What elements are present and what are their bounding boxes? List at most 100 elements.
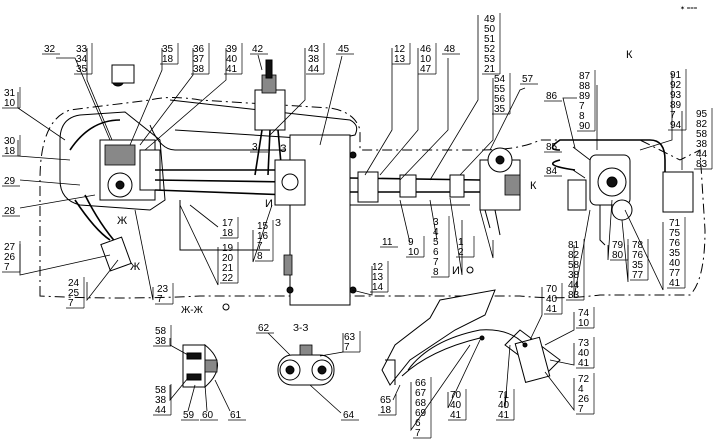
label-zh-left: Ж (117, 215, 127, 227)
callout-number: 12 (394, 44, 406, 55)
section-zh-part (182, 343, 218, 389)
callout-number: 38 (308, 54, 320, 65)
label-z-mark2: З (275, 218, 281, 229)
callout-c60: 60 (200, 410, 218, 421)
callout-number: 44 (568, 280, 580, 291)
callout-number: 50 (484, 24, 496, 35)
callout-number: 41 (226, 64, 238, 75)
callout-number: 10 (408, 247, 420, 258)
callout-number: 23 (157, 284, 169, 295)
callout-number: 71 (498, 390, 510, 401)
callout-c11: 11 (380, 237, 398, 248)
callout-number: 76 (669, 238, 681, 249)
valve-block-42 (254, 59, 286, 176)
transfer-pipe (349, 171, 481, 206)
callout-number: 38 (155, 395, 167, 406)
section-labels: К К Ж Ж Ж-Ж З-З З З И И (117, 49, 633, 334)
callout-number: 35 (76, 64, 88, 75)
callout-number: 17 (222, 218, 234, 229)
callout-number: 3 (252, 142, 258, 153)
label-k-top: К (626, 49, 633, 61)
callout-number: 41 (669, 278, 681, 289)
callout-c85: 85 (544, 142, 562, 153)
callout-number: 44 (155, 405, 167, 416)
callout-number: 40 (578, 348, 590, 359)
callout-number: 14 (372, 282, 384, 293)
callout-number: 37 (193, 54, 205, 65)
callout-c9: 910 (406, 236, 425, 258)
callout-number: 41 (450, 410, 462, 421)
callout-number: 47 (420, 64, 432, 75)
section-z-part (277, 344, 335, 386)
callout-number: 68 (415, 398, 427, 409)
callout-number: 88 (579, 81, 591, 92)
label-zh-section: Ж-Ж (181, 305, 204, 316)
callout-number: 10 (4, 98, 16, 109)
callout-number: 40 (669, 258, 681, 269)
callout-number: 15 (257, 221, 269, 232)
callout-c64: 64 (341, 410, 359, 421)
frame-outline (39, 97, 706, 299)
callout-number: 85 (546, 142, 558, 153)
callout-number: 73 (578, 338, 590, 349)
callout-number: 19 (222, 243, 234, 254)
callout-number: 77 (632, 270, 644, 281)
callout-number: 3 (433, 217, 439, 228)
callout-number: 44 (308, 64, 320, 75)
callout-number: 10 (420, 54, 432, 65)
callout-number: 7 (579, 101, 585, 112)
callout-c48: 48 (442, 44, 460, 55)
callout-number: 74 (578, 308, 590, 319)
callout-number: 66 (415, 378, 427, 389)
callout-number: 13 (372, 272, 384, 283)
callout-number: 58 (696, 129, 708, 140)
callout-number: 67 (415, 388, 427, 399)
callout-number: 38 (193, 64, 205, 75)
callout-number: 43 (308, 44, 320, 55)
callout-c45: 45 (336, 44, 354, 55)
callout-number: 7 (344, 342, 350, 353)
callout-number: 42 (252, 44, 264, 55)
callout-number: 18 (380, 405, 392, 416)
callout-number: 51 (484, 34, 496, 45)
callout-number: 58 (568, 260, 580, 271)
callout-number: 82 (568, 250, 580, 261)
callout-number: 35 (669, 248, 681, 259)
callout-c61: 61 (228, 410, 246, 421)
label-k-mid: К (530, 180, 537, 192)
callout-number: 38 (155, 336, 167, 347)
callout-number: 7 (4, 262, 10, 273)
callout-number: 81 (568, 240, 580, 251)
callout-number: 93 (670, 90, 682, 101)
callout-number: 95 (696, 109, 708, 120)
callout-number: 52 (484, 44, 496, 55)
callout-number: 70 (546, 284, 558, 295)
callout-c29: 29 (2, 176, 20, 187)
callout-number: 62 (258, 323, 270, 334)
callout-number: 59 (183, 410, 195, 421)
label-z-section: З-З (293, 323, 308, 334)
callout-c57: 57 (520, 74, 538, 85)
callout-c28: 28 (2, 206, 20, 217)
callout-number: 45 (338, 44, 350, 55)
callout-number: 7 (433, 257, 439, 268)
callout-number: 83 (568, 290, 580, 301)
callout-number: 31 (4, 88, 16, 99)
label-i-left: И (265, 198, 273, 210)
callout-number: 25 (68, 288, 80, 299)
callout-lines (17, 15, 683, 432)
callout-number: 21 (222, 263, 234, 274)
